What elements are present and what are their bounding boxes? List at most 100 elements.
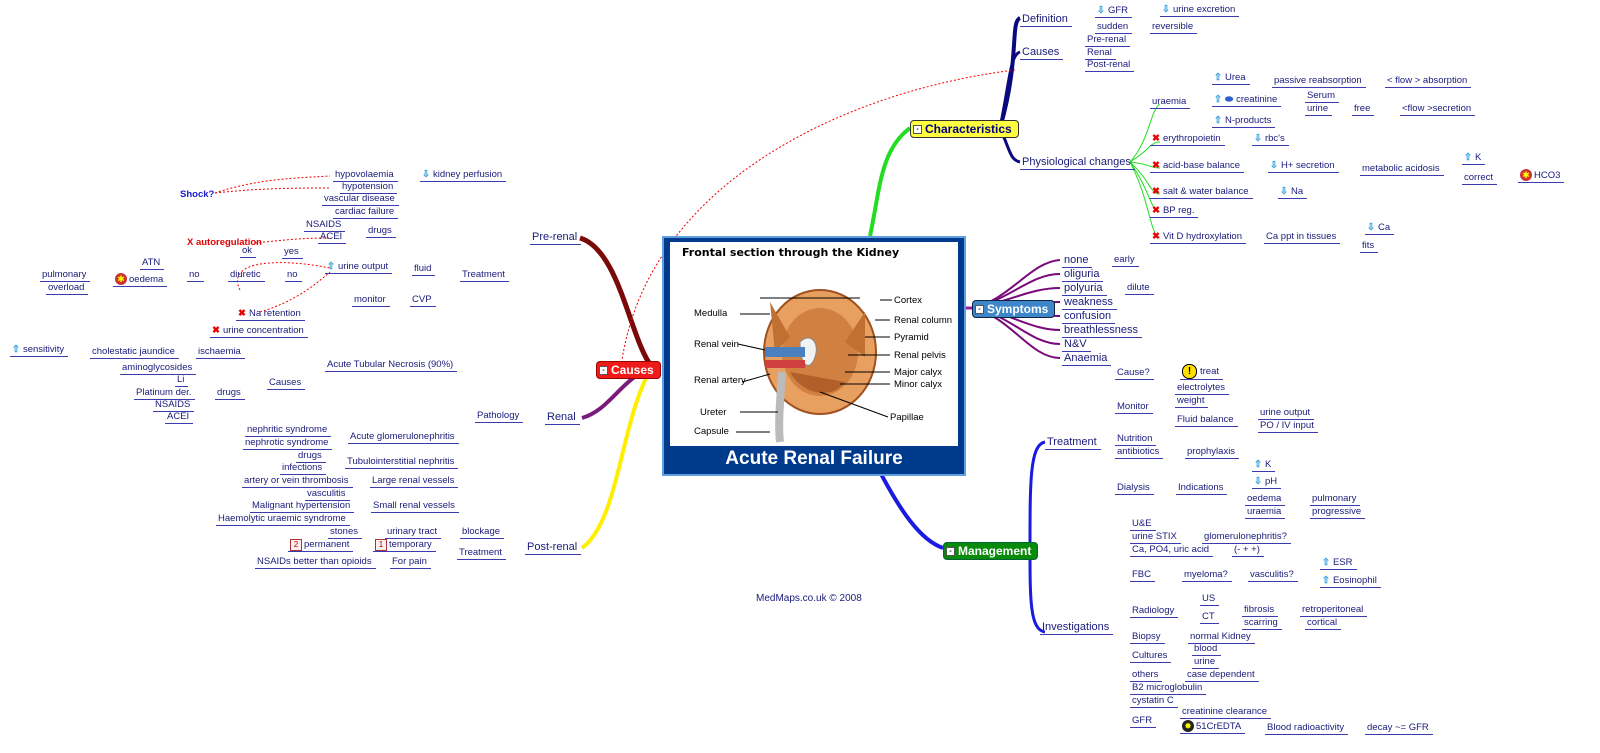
node-char-causes[interactable]: Causes [1020,45,1064,60]
node-pulmonary[interactable]: pulmonary [40,269,91,282]
node-pathology[interactable]: Pathology [475,410,524,423]
node-gfr[interactable]: ⇩GFR [1095,5,1133,18]
node-edta[interactable]: ✸51CrEDTA [1180,720,1246,734]
node-dial-oedema[interactable]: oedema [1245,493,1286,506]
node-renal-ref[interactable]: Renal [1085,47,1116,60]
node-rbcs[interactable]: ⇩rbc's [1252,133,1289,146]
symptom-breathlessness[interactable]: breathlessness [1062,323,1142,338]
node-flow-absorption[interactable]: < flow > absorption [1385,75,1472,88]
node-bp-reg[interactable]: ✖BP reg. [1150,205,1199,218]
node-platinum[interactable]: Platinum der. [134,387,196,400]
symptom-weakness[interactable]: weakness [1062,295,1117,310]
node-phys-changes[interactable]: Physiological changes [1020,155,1135,170]
node-ca-ppt[interactable]: Ca ppt in tissues [1264,231,1341,244]
node-k[interactable]: ⇧K [1462,152,1486,165]
node-dialysis[interactable]: Dialysis [1115,482,1154,495]
node-hus[interactable]: Haemolytic uraemic syndrome [216,513,350,526]
node-cvp[interactable]: CVP [410,294,436,307]
node-epo[interactable]: ✖erythropoietin [1150,133,1225,146]
node-large-vessels[interactable]: Large renal vessels [370,475,459,488]
node-fbc[interactable]: FBC [1130,569,1155,582]
node-nephritic[interactable]: nephritic syndrome [245,424,332,437]
node-ok[interactable]: ok [240,245,257,258]
node-retroperitoneal[interactable]: retroperitoneal [1300,604,1368,617]
node-na-retention[interactable]: ✖Na retention [236,308,305,321]
node-ischaemia[interactable]: ischaemia [196,346,245,359]
node-sudden[interactable]: sudden [1095,21,1133,34]
node-aminoglycosides[interactable]: aminoglycosides [120,362,197,375]
node-diuretic[interactable]: diuretic [228,269,265,282]
node-passive[interactable]: passive reabsorption [1272,75,1366,88]
characteristics-hub[interactable]: -Characteristics [910,120,1019,138]
node-weight[interactable]: weight [1175,395,1209,408]
node-fluid[interactable]: fluid [412,263,436,276]
node-hypovolaemia[interactable]: hypovolaemia [333,169,398,182]
node-mgmt-treatment[interactable]: Treatment [1045,435,1101,450]
node-antibiotics[interactable]: antibiotics [1115,446,1164,459]
node-ct[interactable]: CT [1200,611,1219,624]
node-metabolic-acidosis[interactable]: metabolic acidosis [1360,163,1444,176]
node-normal-kidney[interactable]: normal Kidney [1188,631,1255,644]
node-sensitivity[interactable]: ⇧sensitivity [10,344,69,357]
node-nsaids-opioids[interactable]: NSAIDs better than opioids [255,556,376,569]
node-gfr-inv[interactable]: GFR [1130,715,1157,728]
node-po-iv[interactable]: PO / IV input [1258,420,1318,433]
node-li[interactable]: Li [175,374,189,387]
node-cortical[interactable]: cortical [1305,617,1342,630]
node-thrombosis[interactable]: artery or vein thrombosis [242,475,353,488]
node-pre-renal-ref[interactable]: Pre-renal [1085,34,1131,47]
node-esr[interactable]: ⇧ESR [1320,557,1357,570]
symptom-oliguria[interactable]: oliguria [1062,267,1104,282]
node-free[interactable]: free [1352,103,1375,116]
node-b2[interactable]: B2 microglobulin [1130,682,1207,695]
node-flow-secretion[interactable]: <flow >secretion [1400,103,1476,116]
node-post-renal-ref[interactable]: Post-renal [1085,59,1135,72]
node-case-dependent[interactable]: case dependent [1185,669,1259,682]
node-tin-drugs[interactable]: drugs [296,450,326,463]
node-urine-output[interactable]: ⇧urine output [325,261,393,274]
node-vasculitis[interactable]: vasculitis [305,488,350,501]
management-hub[interactable]: -Management [943,542,1039,560]
node-stones[interactable]: stones [328,526,362,539]
node-progressive[interactable]: progressive [1310,506,1366,519]
collapse-icon[interactable]: - [975,305,984,314]
node-h-secretion[interactable]: ⇩H+ secretion [1268,160,1339,173]
node-urine[interactable]: urine [1305,103,1333,116]
node-dilute[interactable]: dilute [1125,282,1154,295]
node-serum[interactable]: Serum [1305,90,1339,103]
node-investigations[interactable]: Investigations [1040,620,1114,635]
node-glomerulo[interactable]: glomerulonephritis? [1202,531,1291,544]
node-atn-causes[interactable]: Causes [267,377,306,390]
symptoms-hub[interactable]: -Symptoms [972,300,1056,318]
causes-hub[interactable]: -Causes [596,361,661,379]
collapse-icon[interactable]: - [599,366,608,375]
node-ue[interactable]: U&E [1130,518,1156,531]
node-electrolytes[interactable]: electrolytes [1175,382,1230,395]
node-cystatin[interactable]: cystatin C [1130,695,1178,708]
node-dial-pulmonary[interactable]: pulmonary [1310,493,1361,506]
node-correct[interactable]: correct [1462,172,1498,185]
node-vitd[interactable]: ✖Vit D hydroxylation [1150,231,1246,244]
node-yes[interactable]: yes [282,246,303,259]
node-post-renal[interactable]: Post-renal [525,540,582,555]
node-urine-output[interactable]: urine output [1258,407,1315,420]
collapse-icon[interactable]: - [913,125,922,134]
node-urine-excretion[interactable]: ⇩urine excretion [1160,4,1240,17]
node-nsaids-renal[interactable]: NSAIDS [153,399,195,412]
node-cause-q[interactable]: Cause? [1115,367,1154,380]
node-nutrition[interactable]: Nutrition [1115,433,1157,446]
node-drugs[interactable]: drugs [366,225,396,238]
node-blood-radioactivity[interactable]: Blood radioactivity [1265,722,1349,735]
node-us[interactable]: US [1200,593,1220,606]
node-indications[interactable]: Indications [1176,482,1228,495]
symptom-nv[interactable]: N&V [1062,337,1091,352]
node-kidney-perfusion[interactable]: ⇩kidney perfusion [420,169,507,182]
symptom-none[interactable]: none [1062,253,1093,268]
node-blood[interactable]: blood [1192,643,1222,656]
collapse-icon[interactable]: - [946,547,955,556]
node-blockage[interactable]: blockage [460,526,505,539]
node-prophylaxis[interactable]: prophylaxis [1185,446,1240,459]
symptom-anaemia[interactable]: Anaemia [1062,351,1112,366]
node-monitor[interactable]: monitor [352,294,390,307]
